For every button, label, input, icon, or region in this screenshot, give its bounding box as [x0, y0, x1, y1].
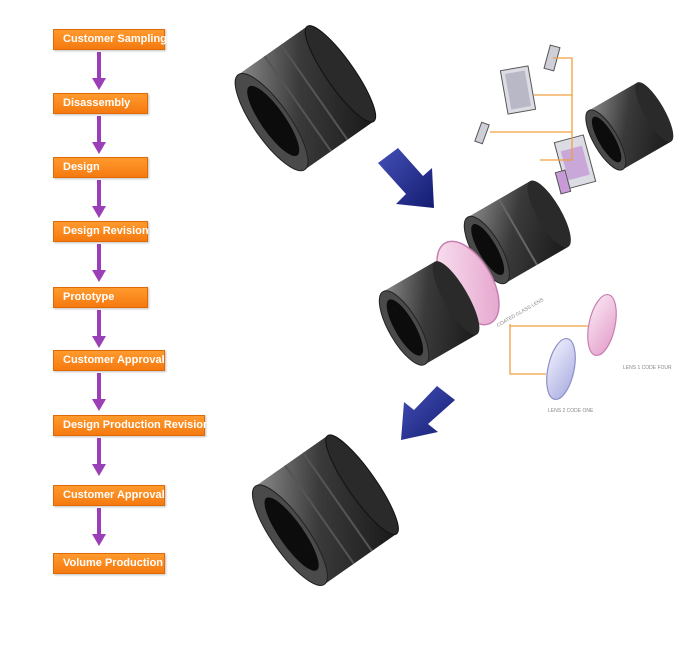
lens-label: LENS 2 CODE ONE [548, 408, 594, 414]
process-arrow-icon [401, 386, 455, 440]
step-customer-approval-final: Customer Approval [53, 485, 165, 506]
step-customer-approval: Customer Approval [53, 350, 165, 371]
step-disassembly: Disassembly [53, 93, 148, 114]
step-design-revision: Design Revision [53, 221, 149, 242]
process-flow: Customer Sampling Disassembly Design Des… [0, 0, 220, 647]
lens-barrel-assembled [234, 25, 377, 172]
down-arrow-icon [92, 244, 106, 282]
down-arrow-icon [92, 180, 106, 218]
lens-label: COATED GLASS LENS [496, 297, 545, 329]
step-volume-production: Volume Production [53, 553, 165, 574]
down-arrow-icon [92, 116, 106, 154]
down-arrow-icon [92, 310, 106, 348]
down-arrow-icon [92, 438, 106, 476]
step-design-production-revision: Design Production Revision [53, 415, 210, 436]
lens-barrel-finished [252, 434, 399, 586]
down-arrow-icon [92, 508, 106, 546]
process-arrow-icon [378, 148, 434, 208]
down-arrow-icon [92, 373, 106, 411]
lens-assembly-illustration: COATED GLASS LENS LENS 1 CODE FOUR LENS … [234, 25, 674, 586]
step-design: Design [53, 157, 148, 178]
lens-label: LENS 1 CODE FOUR [623, 365, 672, 371]
exploded-components: COATED GLASS LENS LENS 1 CODE FOUR LENS … [378, 44, 674, 414]
down-arrow-icon [92, 52, 106, 90]
step-customer-sampling: Customer Sampling [53, 29, 167, 50]
step-prototype: Prototype [53, 287, 148, 308]
